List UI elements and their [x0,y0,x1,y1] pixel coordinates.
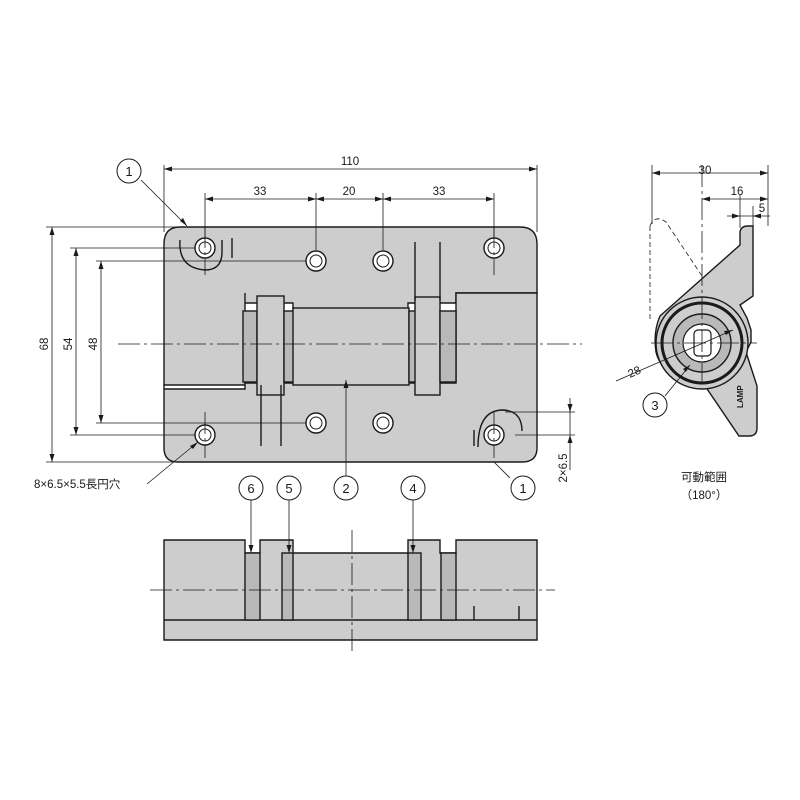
dim-text-r28: 28 [626,365,643,381]
dim-line-r28 [615,329,734,382]
front-view: 110 33 20 33 68 54 48 2×6.5 1 1 2 8×6.5×… [34,156,582,501]
svg-text:1: 1 [519,481,526,496]
range-value: （180°） [681,489,728,502]
balloon-6: 6 [238,475,264,501]
svg-text:2: 2 [342,481,349,496]
dim-text-33-right: 33 [433,186,446,198]
lamp-logo: LAMP [736,385,745,408]
hole-bottom-3 [372,412,394,434]
bottom-ring-right [440,552,457,621]
bottom-ring-5 [281,552,294,621]
center-barrel [292,307,410,386]
balloon-1-bottom: 1 [510,475,536,501]
knuckle-right [414,296,441,396]
bottom-ring-6 [244,552,261,621]
dim-text-20: 20 [343,186,356,198]
leader-balloon-1-bottom [493,461,511,479]
svg-text:6: 6 [247,481,254,496]
dim-text-110: 110 [341,156,359,168]
svg-text:3: 3 [651,398,658,413]
slot-note-text: 8×6.5×5.5長円穴 [34,477,121,491]
range-label: 可動範囲 [681,470,727,484]
balloon-2: 2 [333,475,359,501]
bottom-view: 6 5 4 [150,475,555,652]
dim-text-54: 54 [63,337,75,350]
balloon-1-top: 1 [116,158,142,184]
dim-text-68: 68 [39,338,51,351]
svg-text:5: 5 [285,481,292,496]
hole-top-3 [372,250,394,272]
lower-leaf [163,292,538,463]
hole-bottom-2 [305,412,327,434]
svg-text:4: 4 [409,481,416,496]
balloon-4: 4 [400,475,426,501]
leader-balloon-1-top [140,179,188,227]
balloon-3: 3 [642,392,668,418]
balloon-5: 5 [276,475,302,501]
dim-text-33-left: 33 [254,186,267,198]
dim-text-30: 30 [699,165,712,177]
dim-text-48: 48 [88,338,100,351]
knuckle-left [256,295,285,396]
knuckle-left-outer [242,310,258,383]
hole-top-2 [305,250,327,272]
svg-text:1: 1 [125,164,132,179]
bottom-ring-4 [407,552,422,621]
dim-text-5: 5 [759,203,765,215]
dim-text-2x6-5: 2×6.5 [558,453,570,482]
side-view: LAMP 30 16 5 28 3 可動範囲 （180°） [615,165,770,502]
knuckle-right-outer [439,310,457,383]
leader-slot-note [146,441,199,485]
dim-text-16: 16 [731,186,744,198]
